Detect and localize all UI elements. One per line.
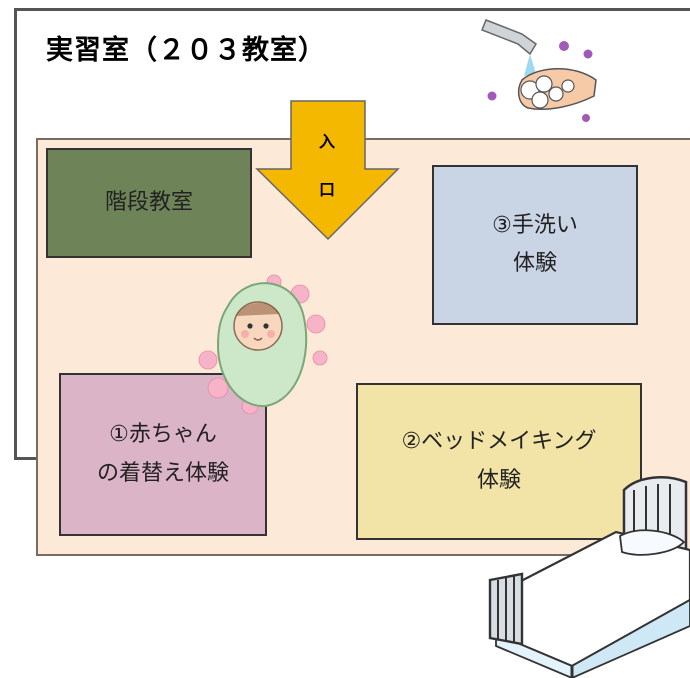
entrance-label-char-2: 口 bbox=[318, 180, 335, 199]
page-title: 実習室（２０３教室） bbox=[46, 35, 326, 66]
room-handwash-label-line-1: ③手洗い bbox=[492, 212, 578, 238]
room-baby-label-line-1: ①赤ちゃん bbox=[109, 422, 217, 447]
room-handwash: ③手洗い 体験 bbox=[432, 165, 638, 325]
entrance-label: 入 口 bbox=[300, 118, 354, 214]
room-bed-label-line-2: 体験 bbox=[476, 467, 521, 493]
bed-icon bbox=[488, 476, 690, 678]
room-bed-label-line-1: ②ベッドメイキング bbox=[401, 429, 597, 454]
room-baby-label-line-2: の着替え体験 bbox=[96, 460, 229, 486]
entrance-label-char-1: 入 bbox=[318, 132, 335, 151]
entrance-arrow-icon bbox=[255, 100, 400, 241]
room-stairs-label: 階段教室 bbox=[104, 189, 193, 215]
room-baby-dressing: ①赤ちゃん の着替え体験 bbox=[59, 373, 267, 536]
room-handwash-label-line-2: 体験 bbox=[512, 251, 557, 276]
room-bed-making: ②ベッドメイキング 体験 bbox=[356, 383, 642, 540]
baby-icon bbox=[198, 274, 328, 415]
room-stairs-classroom: 階段教室 bbox=[46, 148, 252, 258]
handwash-icon bbox=[481, 19, 597, 122]
